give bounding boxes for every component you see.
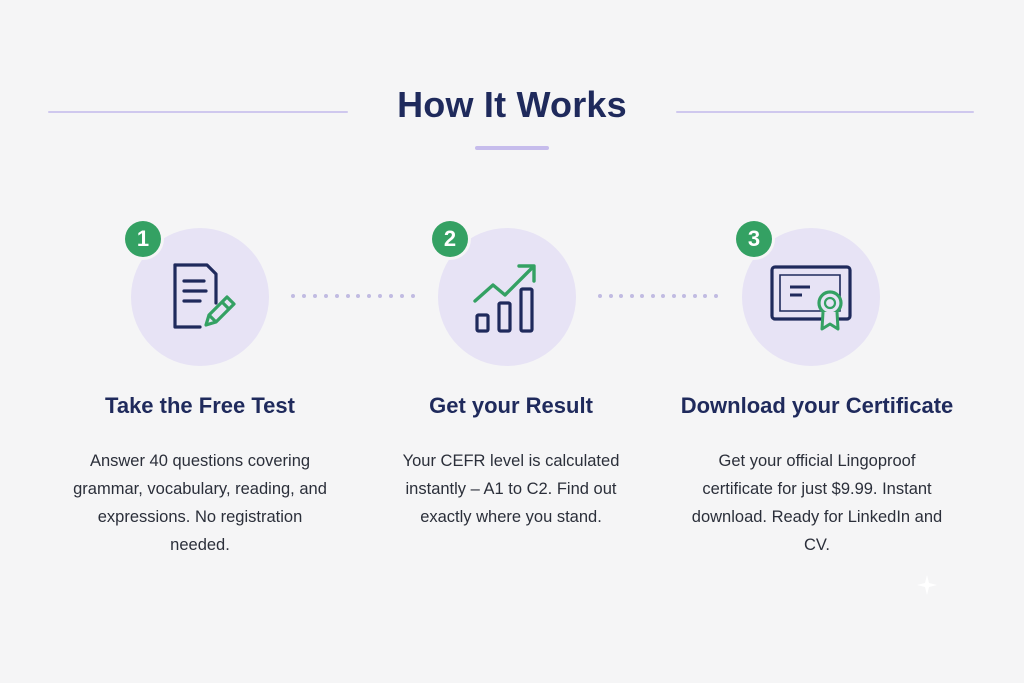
page-title: How It Works <box>397 84 627 125</box>
connector-dots-1 <box>291 294 415 298</box>
connector-dots-2 <box>598 294 718 298</box>
document-pencil-icon <box>173 263 236 329</box>
step-2-description: Your CEFR level is calculated instantly … <box>402 452 620 526</box>
title-rule-right <box>676 111 974 113</box>
step-2-badge: 2 <box>432 221 468 257</box>
certificate-icon <box>770 265 852 331</box>
step-3-description: Get your official Lingoproof certificate… <box>691 452 943 554</box>
step-2-title: Get your Result <box>429 393 593 418</box>
step-1-badge: 1 <box>125 221 161 257</box>
title-underline <box>475 146 549 150</box>
growth-chart-icon <box>473 264 536 333</box>
step-1-description: Answer 40 questions covering grammar, vo… <box>73 452 327 554</box>
step-1-title: Take the Free Test <box>105 393 295 418</box>
step-3-badge: 3 <box>736 221 772 257</box>
step-3-title: Download your Certificate <box>680 393 954 418</box>
title-rule-left <box>48 111 348 113</box>
sparkle-icon <box>917 575 937 595</box>
